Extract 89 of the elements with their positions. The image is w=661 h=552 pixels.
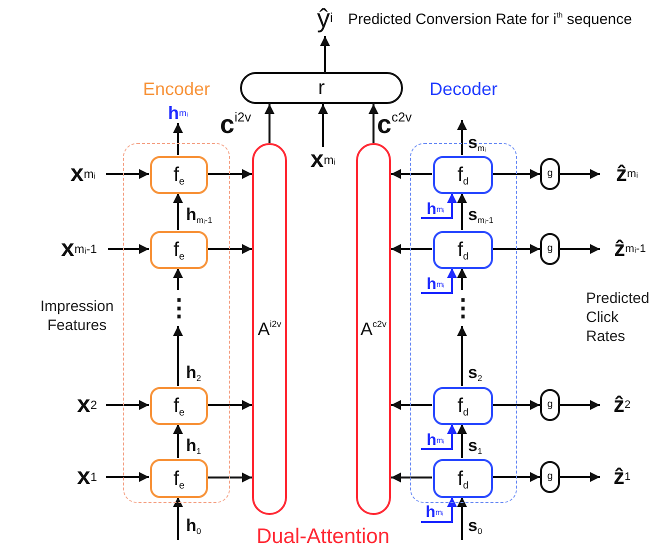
arrow — [391, 400, 432, 410]
ellipsis: ⋮ — [171, 291, 187, 327]
function-box — [433, 156, 493, 194]
function-box — [540, 158, 560, 190]
box-label: r — [318, 78, 325, 98]
attention-bar — [356, 143, 391, 515]
arrow — [207, 169, 252, 179]
edge-label: s$_{mᵢ}$ — [468, 134, 486, 151]
arrow — [173, 497, 183, 540]
box-label: g — [547, 400, 553, 410]
box-label: f$_{e}$ — [173, 165, 185, 185]
function-box — [540, 233, 560, 265]
arrow — [492, 244, 540, 254]
side-note: Impression Features — [39, 298, 115, 336]
group-title: Decoder — [428, 78, 499, 100]
rounded-box — [240, 72, 403, 104]
arrow — [106, 400, 149, 410]
function-box — [433, 231, 493, 269]
arrow — [421, 424, 457, 450]
arrow — [318, 104, 328, 147]
box-label: f$_{d}$ — [457, 240, 469, 260]
box-label: f$_{d}$ — [457, 468, 469, 488]
function-box — [540, 389, 560, 421]
box-label: A$^{i2v}$ — [258, 320, 282, 338]
function-box — [150, 156, 208, 194]
arrow — [560, 472, 600, 482]
arrow — [391, 472, 432, 482]
arrow — [457, 497, 467, 540]
box-label: f$_{e}$ — [173, 240, 185, 260]
arrow — [320, 36, 330, 72]
box-label: f$_{d}$ — [457, 165, 469, 185]
arrow — [421, 268, 457, 294]
attention-bar — [252, 143, 287, 515]
arrow — [457, 193, 467, 230]
arrow — [560, 400, 600, 410]
arrow — [106, 472, 149, 482]
arrow — [560, 169, 600, 179]
edge-label: c$^{c2v}$ — [377, 111, 412, 137]
arrow — [391, 169, 432, 179]
arrow — [492, 169, 540, 179]
edge-label: s$_{2}$ — [468, 364, 482, 381]
edge-label: h$_{2}$ — [186, 364, 202, 381]
caption-text: Predicted Conversion Rate for i$^{th}$ sequence — [348, 12, 632, 27]
arrow — [173, 268, 183, 290]
arrow — [457, 268, 467, 290]
box-label: f$_{e}$ — [173, 396, 185, 416]
arrow — [421, 497, 457, 523]
arrow — [108, 244, 149, 254]
arrow — [207, 472, 252, 482]
arrow — [106, 169, 149, 179]
edge-label: c$^{i2v}$ — [220, 111, 252, 137]
arrow — [207, 400, 252, 410]
box-label: A$^{c2v}$ — [360, 320, 387, 338]
arrow — [173, 193, 183, 230]
arrow — [173, 424, 183, 458]
group-title: Encoder — [142, 78, 212, 100]
box-label: g — [547, 244, 553, 254]
function-box — [150, 387, 208, 425]
caption-text: Dual-Attention — [255, 524, 391, 550]
arrow — [457, 326, 467, 386]
arrow — [492, 400, 540, 410]
side-note: Predicted Click Rates — [586, 290, 650, 346]
arrow — [457, 424, 467, 458]
function-box — [433, 387, 493, 425]
arrow — [173, 123, 183, 155]
function-box — [540, 461, 560, 493]
edge-label: s$_{0}$ — [468, 517, 482, 534]
arrow — [368, 104, 378, 143]
function-box — [150, 459, 208, 498]
edge-label: h$_{mᵢ-1}$ — [186, 206, 212, 223]
arrow — [207, 244, 252, 254]
function-box — [150, 231, 208, 269]
box-label: g — [547, 472, 553, 482]
arrow — [391, 244, 432, 254]
box-label: f$_{e}$ — [173, 468, 185, 488]
arrow — [264, 104, 274, 143]
arrow — [560, 244, 600, 254]
arrow — [173, 326, 183, 386]
edge-label: s$_{1}$ — [468, 437, 482, 454]
edge-label: h$_{0}$ — [186, 517, 202, 534]
box-label: g — [547, 169, 553, 179]
edge-label: h$_{1}$ — [186, 437, 202, 454]
box-label: f$_{d}$ — [457, 396, 469, 416]
edge-label: s$_{mᵢ-1}$ — [468, 206, 494, 223]
arrow — [492, 472, 540, 482]
ellipsis: ⋮ — [455, 291, 471, 327]
arrow — [421, 193, 457, 219]
function-box — [433, 459, 493, 498]
arrow — [457, 120, 467, 155]
